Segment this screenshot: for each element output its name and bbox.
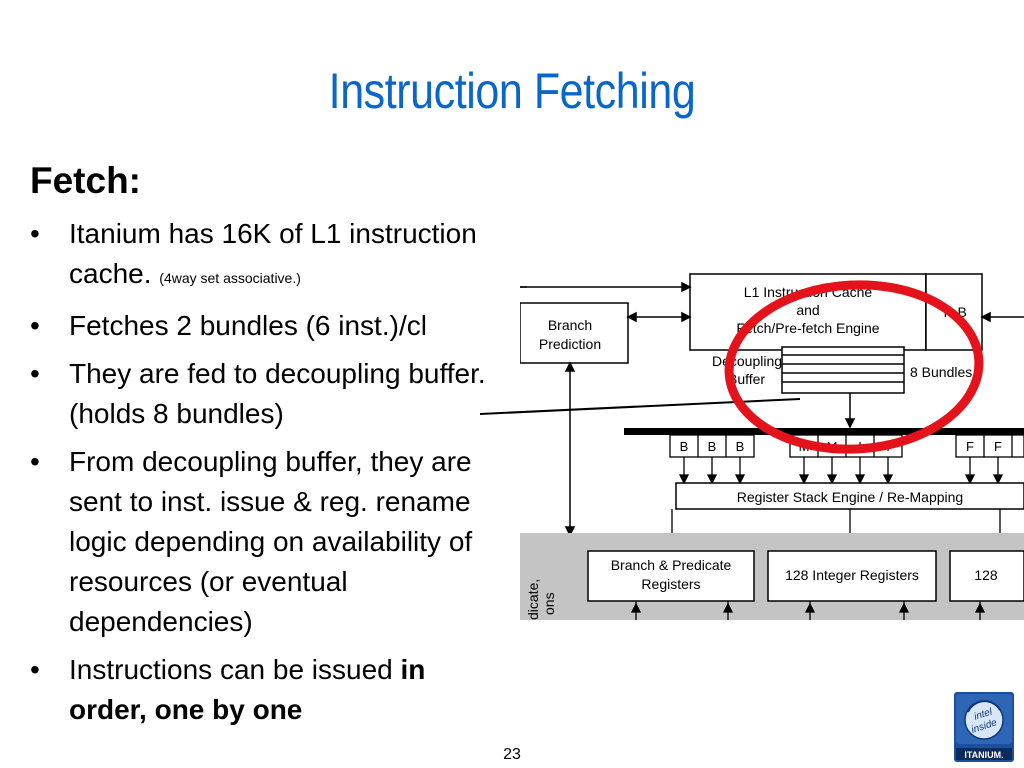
bullet-text: From decoupling buffer, they are sent to… [69, 446, 473, 637]
bullet-point-icon: • [30, 310, 40, 341]
bullet-item: • Instructions can be issued in order, o… [30, 650, 510, 730]
bullet-text: Fetches 2 bundles (6 inst.)/cl [69, 310, 427, 341]
fp-registers-label: 128 [974, 567, 998, 583]
arrow-right-icon [681, 311, 692, 323]
l1-cache-label-3: Fetch/Pre-fetch Engine [736, 320, 879, 336]
bullet-note: (4way set associative.) [159, 270, 301, 286]
bullet-list: • Itanium has 16K of L1 instruction cach… [30, 214, 510, 738]
arrow-left-icon [980, 311, 991, 323]
l1-cache-label-2: and [796, 302, 819, 318]
integer-registers-label: 128 Integer Registers [785, 567, 919, 583]
bullet-item: • From decoupling buffer, they are sent … [30, 442, 510, 642]
decoupling-label-2: Buffer [728, 371, 765, 387]
dispersal-bus [624, 428, 1024, 435]
decoupling-buffer-box [781, 346, 905, 394]
side-label-1: dicate, [525, 579, 541, 620]
register-stack-engine-label: Register Stack Engine / Re-Mapping [737, 489, 963, 505]
intel-itanium-logo: intel inside ITANIUM. [954, 692, 1014, 762]
branch-predicate-label-2: Registers [641, 576, 700, 592]
branch-predicate-registers-box [587, 550, 755, 602]
bullet-text: They are fed to decoupling buffer. (hold… [69, 358, 486, 429]
bullet-bold-text: in order, one by one [69, 654, 426, 725]
bundles-label: 8 Bundles [910, 364, 972, 380]
issue-port-f: F [966, 439, 974, 454]
highlight-ring [724, 280, 984, 454]
bullet-item: • Itanium has 16K of L1 instruction cach… [30, 214, 510, 298]
fp-ports-group [955, 434, 1024, 458]
issue-port-b: B [736, 439, 745, 454]
issue-port-f: F [994, 439, 1002, 454]
logo-product-text: ITANIUM. [964, 750, 1003, 760]
branch-prediction-box [520, 302, 629, 364]
bullet-point-icon: • [30, 654, 40, 685]
side-label-2: ons [541, 592, 557, 615]
integer-registers-box [767, 550, 937, 602]
arrow-right-icon [681, 281, 692, 293]
bullet-item: • Fetches 2 bundles (6 inst.)/cl [30, 306, 510, 346]
fp-registers-box [949, 550, 1024, 602]
branch-prediction-label-1: Branch [548, 317, 592, 333]
itanium-pipeline-diagram: L1 Instruction Cache and Fetch/Pre-fetch… [520, 273, 1024, 620]
bullet-item: • They are fed to decoupling buffer. (ho… [30, 354, 510, 434]
branch-predicate-label-1: Branch & Predicate [611, 557, 732, 573]
bullet-point-icon: • [30, 446, 40, 477]
bullet-point-icon: • [30, 358, 40, 389]
issue-port-b: B [680, 439, 689, 454]
arrow-down-icon [564, 526, 576, 537]
issue-port-b: B [708, 439, 717, 454]
decoupling-label-1: Decoupling [712, 353, 782, 369]
arrow-left-icon [626, 311, 637, 323]
page-number: 23 [503, 746, 521, 763]
fetch-heading: Fetch: [30, 160, 141, 201]
bullet-point-icon: • [30, 218, 40, 249]
arrow-up-icon [564, 361, 576, 372]
bullet-text: Itanium has 16K of L1 instruction cache. [69, 218, 477, 289]
arrow-down-icon [844, 418, 856, 429]
branch-prediction-label-2: Prediction [539, 336, 601, 352]
bullet-text: Instructions can be issued [69, 654, 401, 685]
slide-title: Instruction Fetching [328, 63, 696, 119]
